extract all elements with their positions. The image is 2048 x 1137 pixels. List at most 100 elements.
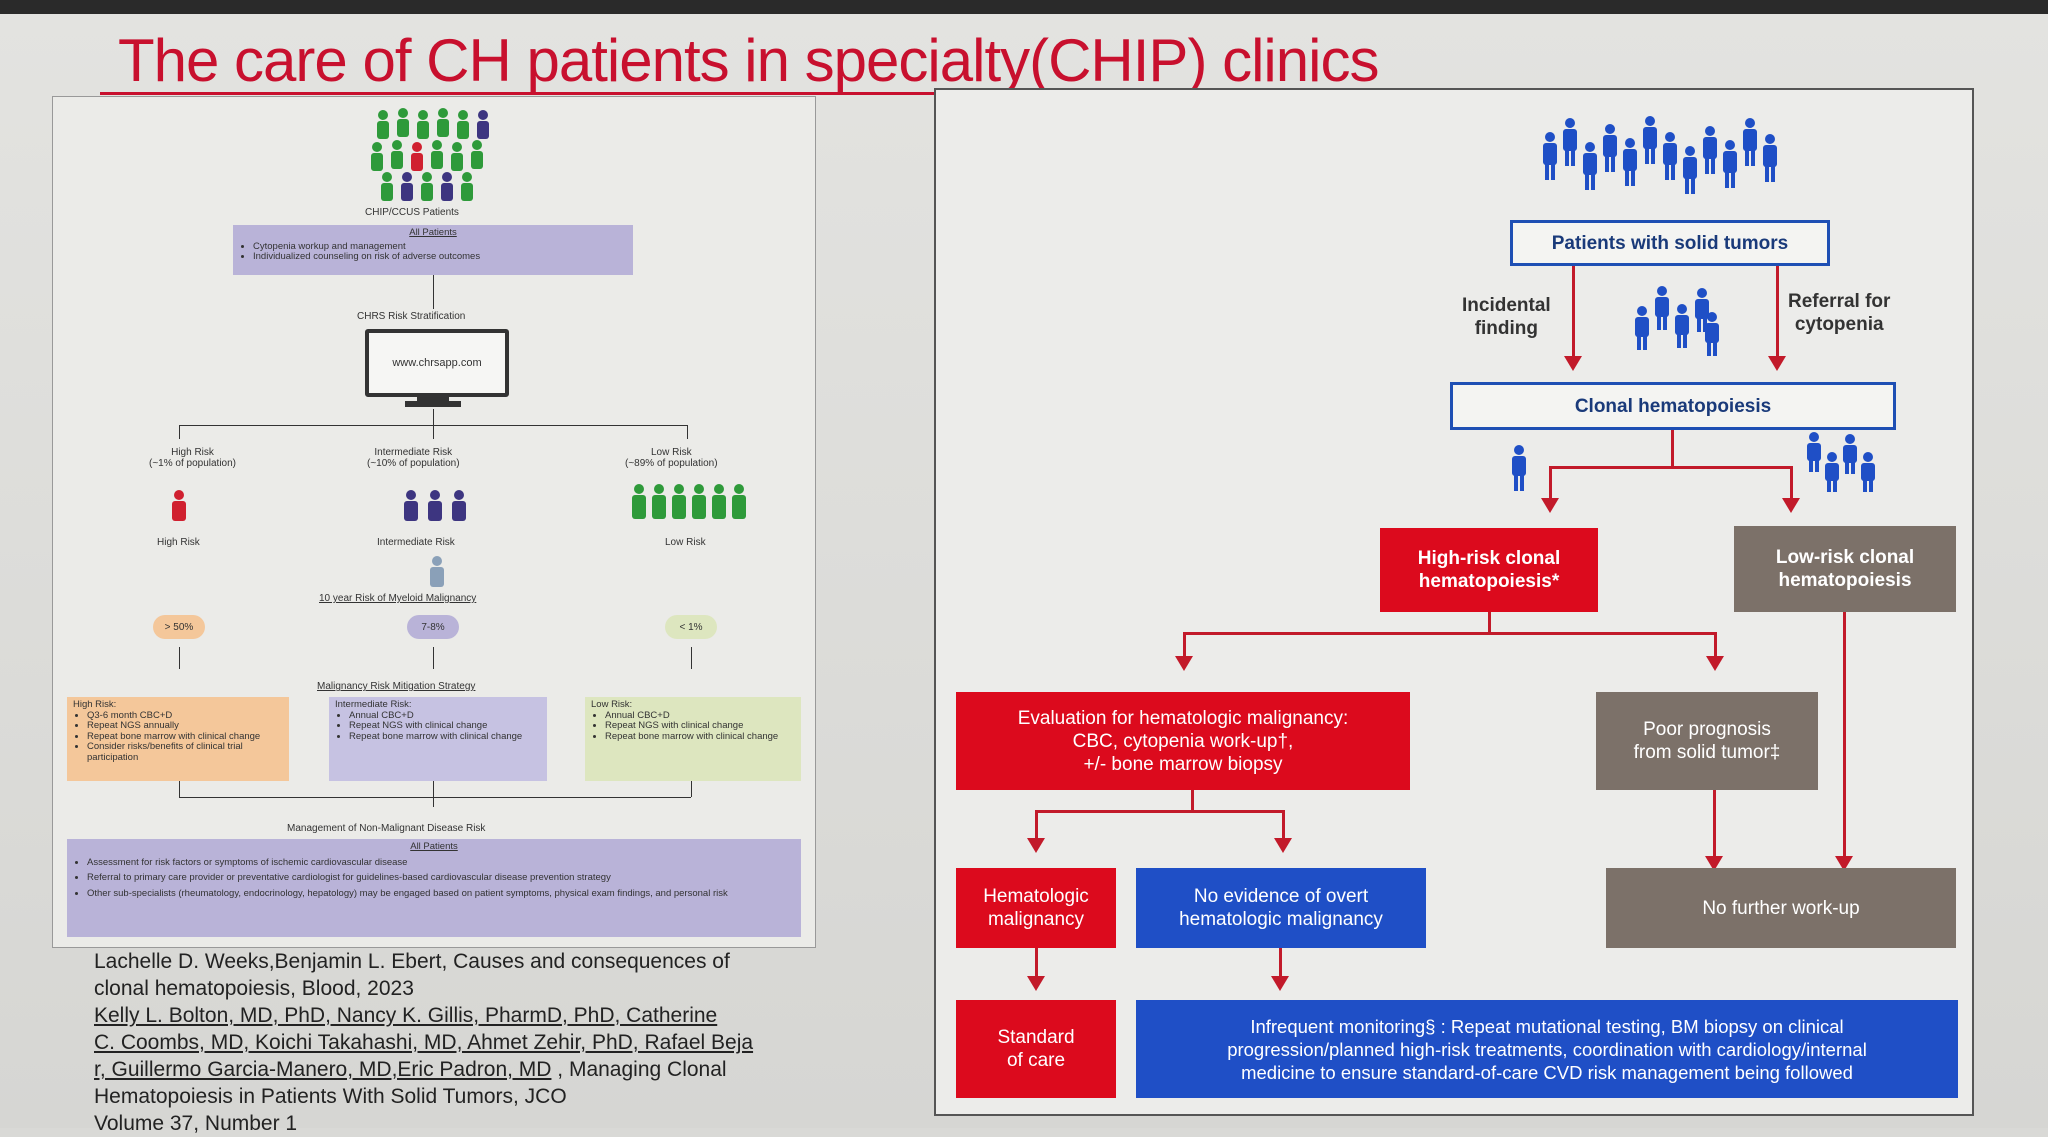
arrow-line: [1183, 632, 1683, 635]
arrow-head: [1564, 356, 1582, 371]
intermediate-risk-strategy-box: Intermediate Risk: Annual CBC+D Repeat N…: [329, 697, 547, 781]
arrow-head: [1027, 838, 1045, 853]
no-further-workup-box: No further work-up: [1606, 868, 1956, 948]
all-patients-header: All Patients: [410, 841, 458, 852]
connector: [179, 797, 691, 798]
arrow-line: [1549, 466, 1552, 500]
connector: [179, 781, 180, 797]
all-patients-box-bottom: All Patients Assessment for risk factors…: [67, 839, 801, 937]
arrow-line: [1776, 266, 1779, 358]
single-patient-icon: [1512, 445, 1526, 491]
intermediate-risk-people-icon: [404, 490, 466, 521]
arrow-line: [1671, 430, 1674, 468]
high-risk-percent: > 50%: [153, 615, 205, 639]
arrow-line: [1713, 790, 1716, 858]
arrow-line: [1282, 810, 1285, 840]
arrow-line: [1279, 948, 1282, 978]
arrow-line: [1183, 632, 1186, 658]
citation-line: Hematopoiesis in Patients With Solid Tum…: [94, 1085, 567, 1108]
left-flowchart: CHIP/CCUS Patients All Patients Cytopeni…: [52, 96, 816, 948]
high-risk-title: High Risk(~1% of population): [149, 447, 237, 469]
connector: [433, 781, 434, 807]
solid-tumors-box: Patients with solid tumors: [1510, 220, 1830, 266]
monitor-stand: [417, 393, 449, 401]
low-risk-label: Low Risk: [665, 537, 706, 548]
all-patients-item: Individualized counseling on risk of adv…: [253, 251, 627, 263]
patient-crowd-icon: [1543, 116, 1777, 194]
low-risk-title: Low Risk(~89% of population): [625, 447, 718, 469]
arrow-line: [1683, 632, 1717, 635]
ten-year-risk-label: 10 year Risk of Myeloid Malignancy: [319, 593, 477, 604]
high-risk-label: High Risk: [157, 537, 200, 548]
arrow-head: [1782, 498, 1800, 513]
citation-line: clonal hematopoiesis, Blood, 2023: [94, 977, 414, 1000]
monitor-icon: www.chrsapp.com: [365, 329, 509, 397]
arrow-head: [1271, 976, 1289, 991]
high-risk-person-icon: [172, 490, 186, 521]
arrow-head: [1705, 856, 1723, 871]
patient-group-icon: [1635, 286, 1719, 356]
arrow-line: [1714, 632, 1717, 658]
connector: [691, 781, 692, 797]
arrow-line: [1488, 612, 1491, 634]
infrequent-monitoring-box: Infrequent monitoring§ : Repeat mutation…: [1136, 1000, 1958, 1098]
evaluation-box: Evaluation for hematologic malignancy: C…: [956, 692, 1410, 790]
website-text: www.chrsapp.com: [392, 357, 482, 369]
connector: [179, 647, 180, 669]
non-malignant-label: Management of Non-Malignant Disease Risk: [287, 823, 486, 834]
citation-line: Lachelle D. Weeks,Benjamin L. Ebert, Cau…: [94, 950, 730, 973]
doctor-icon: [430, 556, 444, 587]
arrow-head: [1541, 498, 1559, 513]
mitigation-label: Malignancy Risk Mitigation Strategy: [317, 681, 476, 692]
low-risk-people-icon: [632, 484, 746, 519]
intermediate-risk-percent: 7-8%: [407, 615, 459, 639]
connector: [433, 409, 434, 439]
arrow-head: [1835, 856, 1853, 871]
arrow-line: [1843, 612, 1846, 858]
clonal-hematopoiesis-box: Clonal hematopoiesis: [1450, 382, 1896, 430]
top-dark-bar: [0, 0, 2048, 14]
connector: [433, 275, 434, 309]
arrow-head: [1027, 976, 1045, 991]
low-risk-percent: < 1%: [665, 615, 717, 639]
arrow-line: [1191, 790, 1194, 812]
arrow-head: [1768, 356, 1786, 371]
arrow-head: [1274, 838, 1292, 853]
arrow-line: [1035, 948, 1038, 978]
arrow-head: [1175, 656, 1193, 671]
arrow-head: [1706, 656, 1724, 671]
patient-group-icon: [1807, 432, 1875, 492]
citation-line: C. Coombs, MD, Koichi Takahashi, MD, Ahm…: [94, 1031, 754, 1054]
citations: Lachelle D. Weeks,Benjamin L. Ebert, Cau…: [94, 948, 874, 1137]
low-risk-strategy-box: Low Risk: Annual CBC+D Repeat NGS with c…: [585, 697, 801, 781]
arrow-line: [1549, 466, 1793, 469]
connector: [687, 425, 688, 439]
citation-line: r, Guillermo Garcia-Manero, MD,Eric Padr…: [94, 1058, 727, 1081]
stratification-label: CHRS Risk Stratification: [357, 311, 466, 322]
all-patients-item: Cytopenia workup and management: [253, 241, 627, 253]
arrow-line: [1035, 810, 1038, 840]
crowd-label: CHIP/CCUS Patients: [365, 207, 459, 218]
connector: [179, 425, 180, 439]
all-patients-box-top: All Patients Cytopenia workup and manage…: [233, 225, 633, 275]
patient-crowd-icon: [371, 108, 489, 201]
intermediate-risk-label: Intermediate Risk: [377, 537, 455, 548]
connector: [691, 647, 692, 669]
arrow-line: [1790, 466, 1793, 500]
all-patients-header: All Patients: [409, 227, 457, 238]
high-risk-strategy-box: High Risk: Q3-6 month CBC+D Repeat NGS a…: [67, 697, 289, 781]
monitor-base: [405, 401, 461, 407]
arrow-line: [1035, 810, 1285, 813]
citation-line: Volume 37, Number 1: [94, 1112, 298, 1135]
slide-title: The care of CH patients in specialty(CHI…: [118, 27, 1379, 94]
arrow-line: [1572, 266, 1575, 358]
